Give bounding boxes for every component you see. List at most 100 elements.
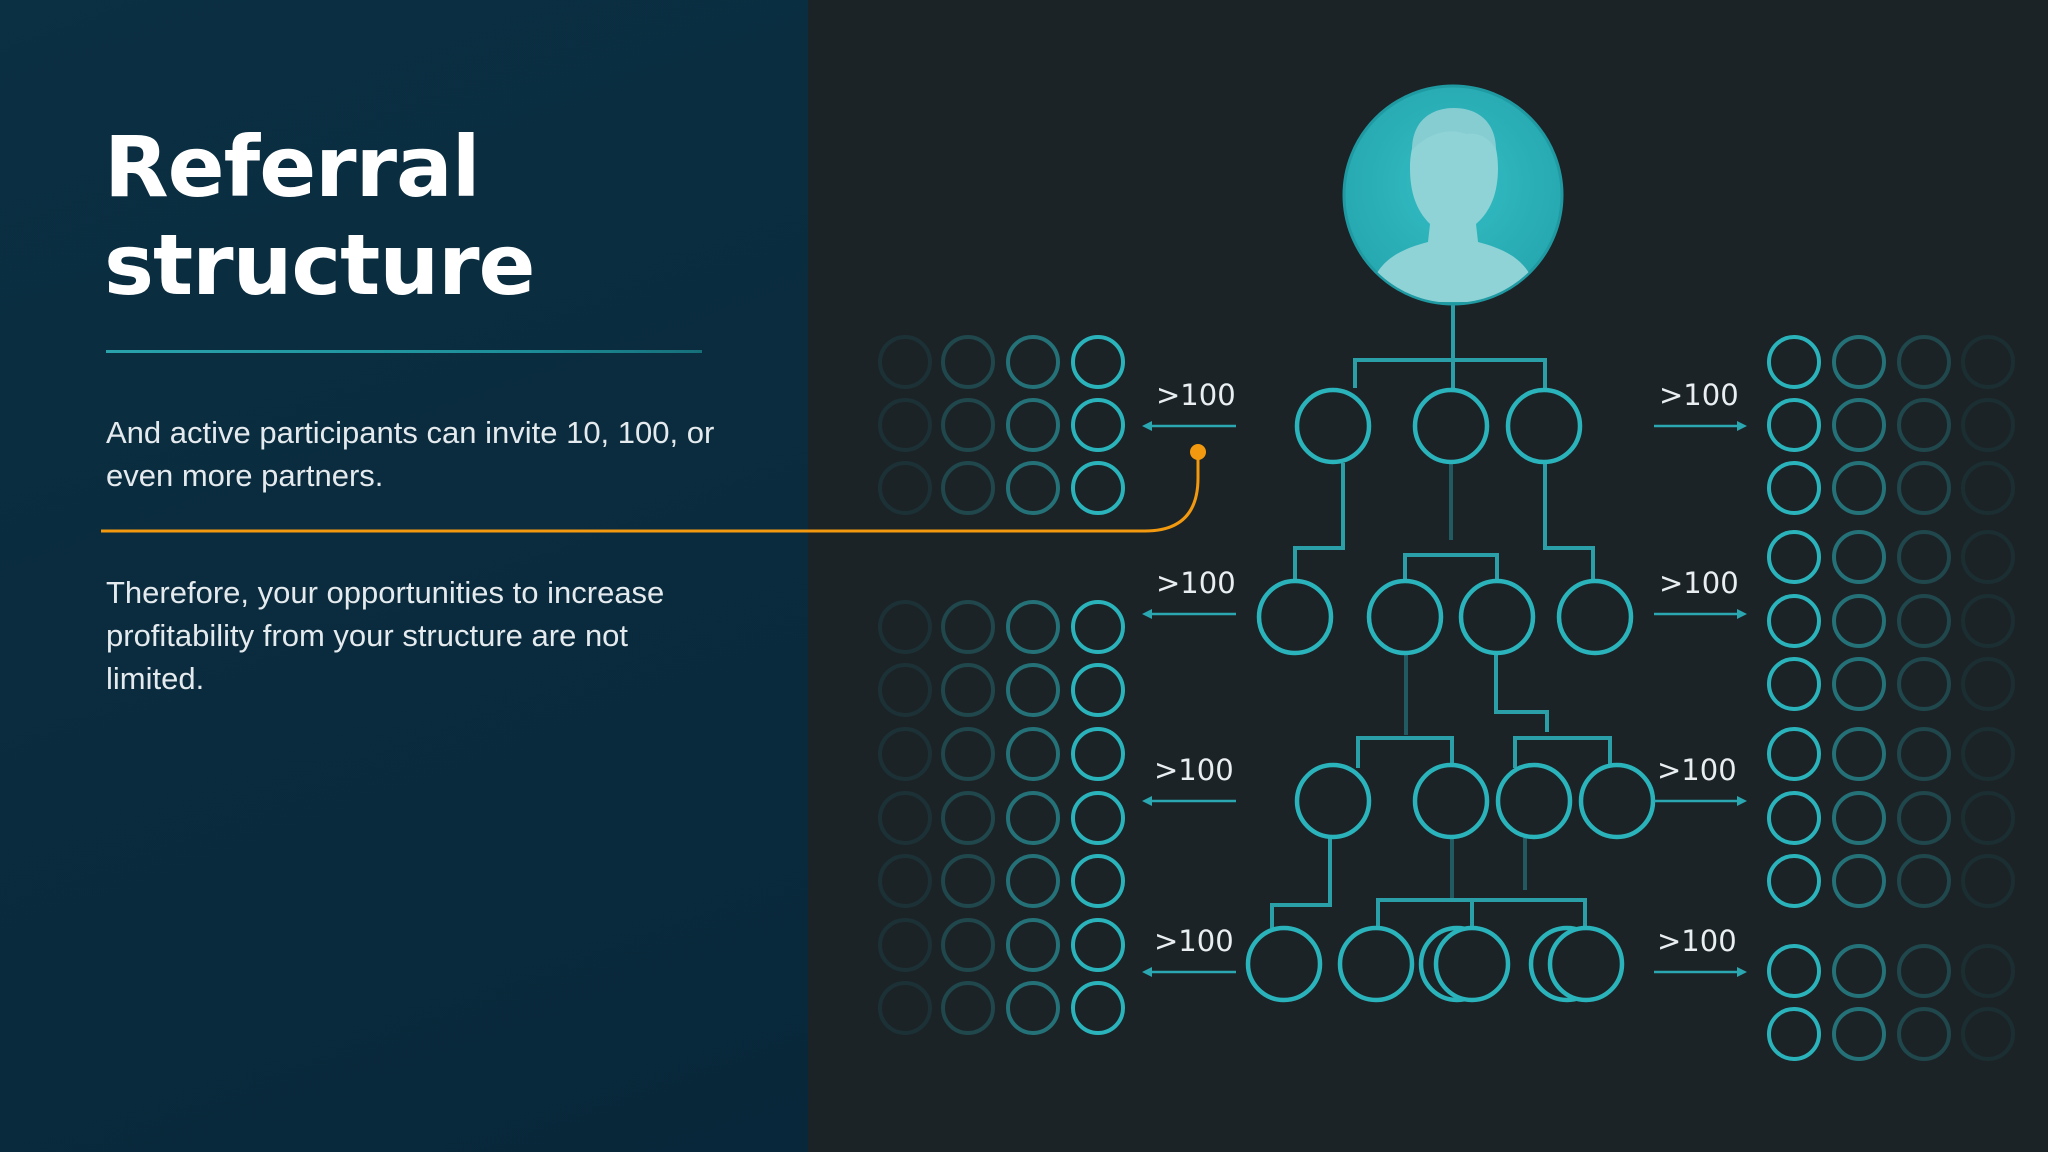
- label-right-4: >100: [1657, 924, 1737, 958]
- grid-circle: [1071, 398, 1125, 452]
- title-line-2: structure: [104, 216, 536, 314]
- grid-circle: [878, 854, 932, 908]
- grid-circle: [1897, 727, 1951, 781]
- grid-circle: [878, 918, 932, 972]
- grid-circle: [878, 335, 932, 389]
- grid-circle: [1961, 530, 2015, 584]
- level1-node: [1412, 387, 1490, 465]
- grid-circle: [1767, 461, 1821, 515]
- grid-circle: [1071, 335, 1125, 389]
- label-right-1: >100: [1659, 378, 1739, 412]
- grid-circle: [1006, 791, 1060, 845]
- label-left-2: >100: [1156, 566, 1236, 600]
- grid-circle: [941, 600, 995, 654]
- grid-circle: [1767, 657, 1821, 711]
- grid-circle: [878, 600, 932, 654]
- left-circle-grid: [878, 335, 1125, 1035]
- grid-circle: [1832, 657, 1886, 711]
- grid-circle: [1961, 398, 2015, 452]
- slide-title: Referral structure: [104, 118, 744, 314]
- grid-circle: [1071, 600, 1125, 654]
- grid-circle: [941, 398, 995, 452]
- grid-circle: [1006, 461, 1060, 515]
- paragraph-opportunities: Therefore, your opportunities to increas…: [106, 575, 665, 696]
- grid-circle: [941, 461, 995, 515]
- level2-node: [1556, 578, 1634, 656]
- grid-circle: [1897, 791, 1951, 845]
- left-panel: [0, 0, 808, 1152]
- tree-nodes: [1245, 387, 1656, 1003]
- level3-node: [1495, 762, 1573, 840]
- grid-circle: [1071, 791, 1125, 845]
- grid-circle: [1767, 594, 1821, 648]
- level1-node: [1294, 387, 1372, 465]
- grid-circle: [1832, 335, 1886, 389]
- grid-circle: [1071, 918, 1125, 972]
- grid-circle: [1071, 854, 1125, 908]
- grid-circle: [1832, 398, 1886, 452]
- grid-circle: [941, 981, 995, 1035]
- grid-circle: [941, 854, 995, 908]
- grid-circle: [878, 663, 932, 717]
- grid-circle: [1006, 600, 1060, 654]
- title-underline: [106, 350, 702, 353]
- label-right-2: >100: [1659, 566, 1739, 600]
- right-circle-grid: [1767, 335, 2015, 1061]
- level3-node: [1578, 762, 1656, 840]
- grid-circle: [1006, 727, 1060, 781]
- level4-node: [1547, 925, 1625, 1003]
- grid-circle: [1006, 663, 1060, 717]
- grid-circle: [1071, 663, 1125, 717]
- level2-node: [1366, 578, 1444, 656]
- grid-circle: [878, 461, 932, 515]
- grid-circle: [1767, 530, 1821, 584]
- grid-circle: [941, 791, 995, 845]
- level2-node: [1458, 578, 1536, 656]
- level4-node: [1337, 925, 1415, 1003]
- grid-circle: [1006, 981, 1060, 1035]
- grid-circle: [878, 791, 932, 845]
- grid-circle: [1071, 981, 1125, 1035]
- grid-circle: [1006, 398, 1060, 452]
- person-icon: [1368, 108, 1538, 302]
- grid-circle: [1832, 854, 1886, 908]
- grid-circle: [1767, 944, 1821, 998]
- grid-circle: [1006, 918, 1060, 972]
- grid-circle: [1897, 461, 1951, 515]
- grid-circle: [1897, 530, 1951, 584]
- level1-node: [1505, 387, 1583, 465]
- grid-circle: [1832, 461, 1886, 515]
- grid-circle: [1897, 657, 1951, 711]
- grid-circle: [1832, 1007, 1886, 1061]
- level3-node: [1412, 762, 1490, 840]
- grid-circle: [1897, 854, 1951, 908]
- grid-circle: [1961, 657, 2015, 711]
- grid-circle: [1961, 1007, 2015, 1061]
- label-left-1: >100: [1156, 378, 1236, 412]
- grid-circle: [1897, 1007, 1951, 1061]
- grid-circle: [941, 335, 995, 389]
- grid-circle: [1832, 944, 1886, 998]
- grid-circle: [1961, 854, 2015, 908]
- grid-circle: [1897, 594, 1951, 648]
- grid-circle: [1961, 727, 2015, 781]
- grid-circle: [1961, 335, 2015, 389]
- grid-circle: [1767, 1007, 1821, 1061]
- grid-circle: [941, 663, 995, 717]
- level-labels: >100 >100 >100 >100 >100 >100 >100 >100: [1154, 378, 1739, 958]
- grid-circle: [1767, 727, 1821, 781]
- grid-circle: [1767, 854, 1821, 908]
- grid-circle: [1832, 791, 1886, 845]
- grid-circle: [1071, 727, 1125, 781]
- tree-connectors: [1270, 303, 1612, 928]
- grid-circle: [878, 398, 932, 452]
- label-left-4: >100: [1154, 924, 1234, 958]
- grid-circle: [1961, 594, 2015, 648]
- grid-circle: [1071, 461, 1125, 515]
- level3-node: [1294, 762, 1372, 840]
- grid-circle: [1961, 791, 2015, 845]
- label-right-3: >100: [1657, 753, 1737, 787]
- grid-circle: [1832, 530, 1886, 584]
- grid-circle: [1897, 398, 1951, 452]
